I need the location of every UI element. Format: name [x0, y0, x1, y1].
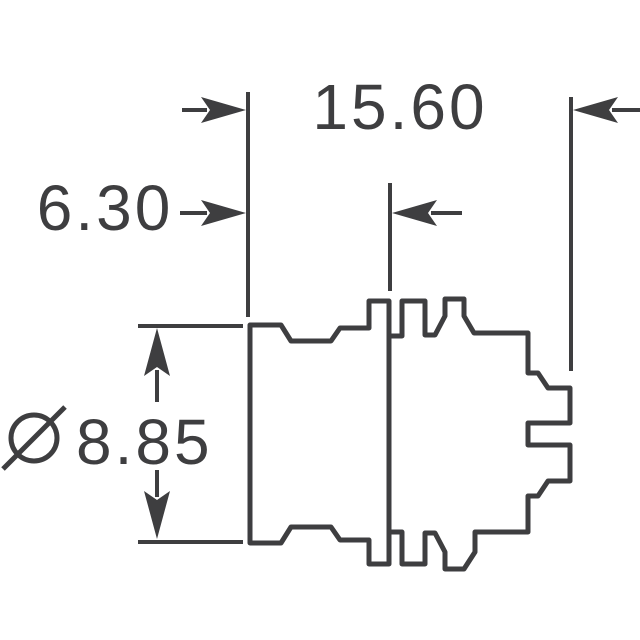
- dimension-leader-lines: [138, 108, 640, 544]
- diameter-up-arrowhead: [144, 328, 170, 376]
- diameter-symbol-circle: [8, 412, 60, 464]
- arrowhead-layer: [144, 97, 618, 539]
- diameter-symbol-slash: [1, 405, 67, 471]
- bezel-diameter-label: 8.85: [76, 406, 213, 478]
- diameter-symbol-icon: [1, 405, 67, 471]
- bezel-depth-label: 6.30: [37, 172, 174, 244]
- label-layer: 15.60 6.30 8.85: [37, 71, 487, 478]
- total-length-left-arrowhead: [201, 97, 246, 123]
- bezel-depth-right-arrowhead: [392, 200, 437, 226]
- part-outline: [247, 296, 573, 572]
- bezel-depth-left-arrowhead: [201, 200, 246, 226]
- diameter-down-arrowhead: [144, 491, 170, 539]
- extension-lines: [246, 92, 573, 371]
- total-length-right-arrowhead: [573, 97, 618, 123]
- stroke-layer: [1, 92, 640, 572]
- total-length-label: 15.60: [312, 71, 487, 143]
